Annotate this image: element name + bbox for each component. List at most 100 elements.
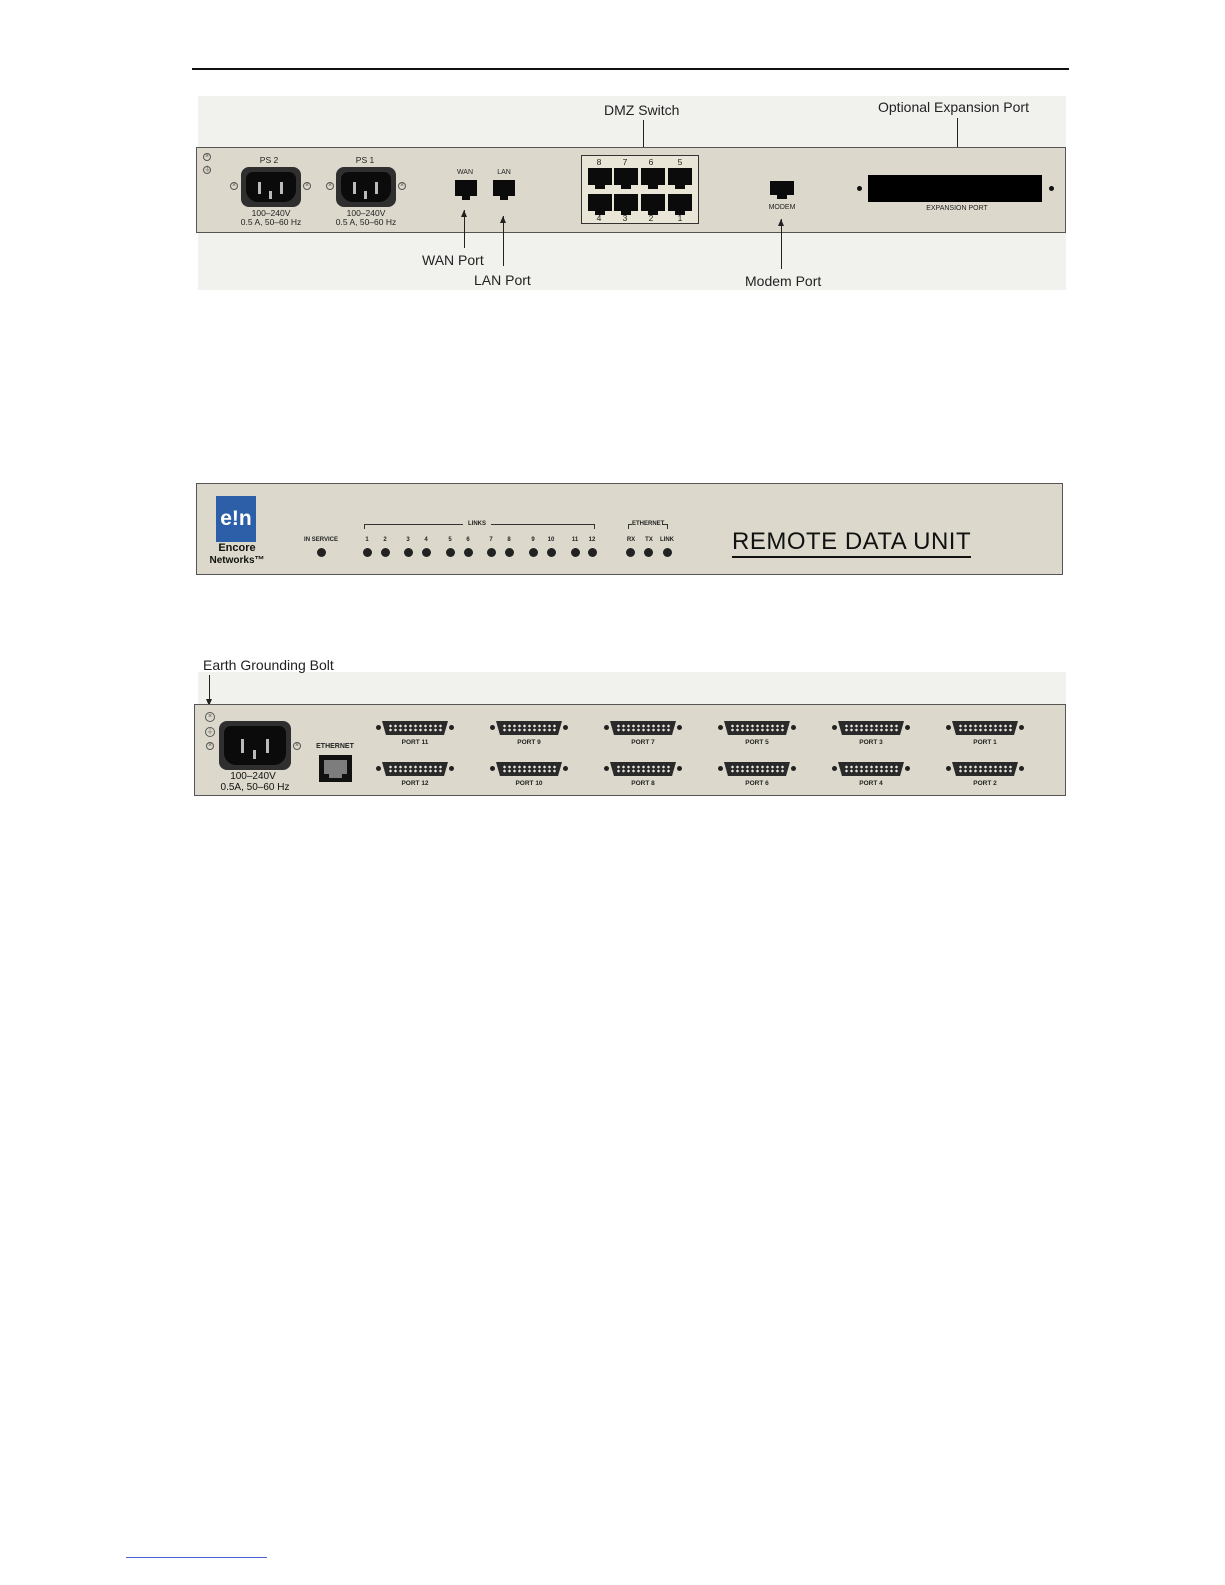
dmz-port-number: 2 <box>648 213 654 223</box>
ethernet-port[interactable] <box>319 755 352 782</box>
dmz-port[interactable] <box>614 194 638 215</box>
ground-symbol-icon: ⏚ <box>203 166 211 174</box>
serial-port-label: PORT 8 <box>631 780 655 787</box>
screw-icon <box>857 186 862 191</box>
screw-icon: × <box>230 182 238 190</box>
link-number-label: 7 <box>489 537 493 543</box>
link-led <box>487 548 496 557</box>
dmz-port-number: 5 <box>677 157 683 167</box>
in-service-label: IN SERVICE <box>304 537 338 543</box>
ps1-power-inlet[interactable] <box>336 167 396 207</box>
eth-tx-label: TX <box>645 537 653 543</box>
ground-screw-icon: × <box>203 153 211 161</box>
dmz-port[interactable] <box>641 194 665 215</box>
arrow-wan-port <box>461 210 467 248</box>
footer-rule <box>126 1557 267 1558</box>
serial-port-label: PORT 11 <box>401 739 429 746</box>
dmz-port[interactable] <box>588 194 612 215</box>
arrow-earth-grounding-bolt <box>206 675 212 706</box>
callout-expansion-port: Optional Expansion Port <box>878 99 1029 115</box>
link-number-label: 4 <box>424 537 428 543</box>
link-number-label: 2 <box>383 537 387 543</box>
eth-rx-led <box>626 548 635 557</box>
rdu-title: REMOTE DATA UNIT <box>732 528 972 558</box>
ps2-rating-current: 0.5 A, 50–60 Hz <box>240 217 302 227</box>
link-number-label: 1 <box>365 537 369 543</box>
dmz-port[interactable] <box>588 168 612 189</box>
lan-port[interactable] <box>493 180 515 200</box>
eth-link-led <box>663 548 672 557</box>
power-inlet[interactable] <box>219 721 291 770</box>
ps2-power-inlet[interactable] <box>241 167 301 207</box>
serial-port-label: PORT 5 <box>745 739 769 746</box>
modem-label: MODEM <box>768 204 796 211</box>
expansion-port[interactable] <box>868 175 1042 202</box>
serial-port-connector[interactable] <box>832 762 910 776</box>
link-led <box>446 548 455 557</box>
serial-port-connector[interactable] <box>604 721 682 735</box>
lan-label: LAN <box>497 169 511 176</box>
link-led <box>381 548 390 557</box>
link-led <box>404 548 413 557</box>
serial-port-label: PORT 9 <box>517 739 541 746</box>
screw-icon: × <box>398 182 406 190</box>
eth-tx-led <box>644 548 653 557</box>
dmz-port[interactable] <box>668 194 692 215</box>
link-number-label: 10 <box>547 537 555 543</box>
dmz-port[interactable] <box>668 168 692 189</box>
serial-port-connector[interactable] <box>718 721 796 735</box>
screw-icon <box>1049 186 1054 191</box>
logo-line-networks: Networks™ <box>209 555 265 566</box>
serial-port-connector[interactable] <box>376 721 454 735</box>
earth-grounding-bolt-icon[interactable]: × <box>205 712 215 722</box>
link-led <box>363 548 372 557</box>
modem-port[interactable] <box>770 181 794 199</box>
dmz-port[interactable] <box>614 168 638 189</box>
encore-logo-icon: e!n <box>216 496 256 542</box>
callout-lan-port: LAN Port <box>474 272 531 288</box>
dmz-port-number: 1 <box>677 213 683 223</box>
dmz-port[interactable] <box>641 168 665 189</box>
serial-port-label: PORT 7 <box>631 739 655 746</box>
router-rear-panel: × ⏚ PS 2 × × 100–240V 0.5 A, 50–60 Hz PS… <box>196 147 1066 233</box>
rdu-front-panel: e!n Encore Networks™ IN SERVICE LINKS 1 2… <box>196 483 1063 575</box>
logo-line-encore: Encore <box>218 542 256 554</box>
ps1-label: PS 1 <box>355 155 375 165</box>
link-number-label: 5 <box>448 537 452 543</box>
wan-port[interactable] <box>455 180 477 200</box>
screw-icon: × <box>326 182 334 190</box>
eth-link-label: LINK <box>660 537 674 543</box>
link-number-label: 8 <box>507 537 511 543</box>
dmz-port-number: 4 <box>596 213 602 223</box>
callout-modem-port: Modem Port <box>745 273 822 289</box>
dmz-switch: 8 7 6 5 4 3 2 1 <box>581 155 699 224</box>
link-led <box>547 548 556 557</box>
serial-port-connector[interactable] <box>490 762 568 776</box>
dmz-port-number: 8 <box>596 157 602 167</box>
serial-port-label: PORT 12 <box>401 780 429 787</box>
ground-symbol-icon: ⏚ <box>205 727 215 737</box>
serial-port-label: PORT 6 <box>745 780 769 787</box>
eth-rx-label: RX <box>626 537 636 543</box>
ps1-rating-current: 0.5 A, 50–60 Hz <box>335 217 397 227</box>
ethernet-title: ETHERNET <box>632 521 665 527</box>
callout-wan-port: WAN Port <box>422 252 484 268</box>
serial-port-connector[interactable] <box>946 721 1024 735</box>
header-rule <box>192 68 1069 70</box>
serial-port-label: PORT 2 <box>973 780 997 787</box>
dmz-port-number: 7 <box>622 157 628 167</box>
serial-port-connector[interactable] <box>718 762 796 776</box>
serial-port-connector[interactable] <box>604 762 682 776</box>
ps1-rating-voltage: 100–240V <box>346 208 386 218</box>
expansion-label: EXPANSION PORT <box>926 205 988 212</box>
serial-port-connector[interactable] <box>946 762 1024 776</box>
link-number-label: 6 <box>466 537 470 543</box>
serial-port-connector[interactable] <box>490 721 568 735</box>
ps2-label: PS 2 <box>259 155 279 165</box>
ps2-rating-voltage: 100–240V <box>251 208 291 218</box>
serial-port-connector[interactable] <box>376 762 454 776</box>
link-number-label: 11 <box>571 537 579 543</box>
links-title: LINKS <box>463 521 491 527</box>
serial-port-connector[interactable] <box>832 721 910 735</box>
arrow-modem-port <box>778 219 784 269</box>
